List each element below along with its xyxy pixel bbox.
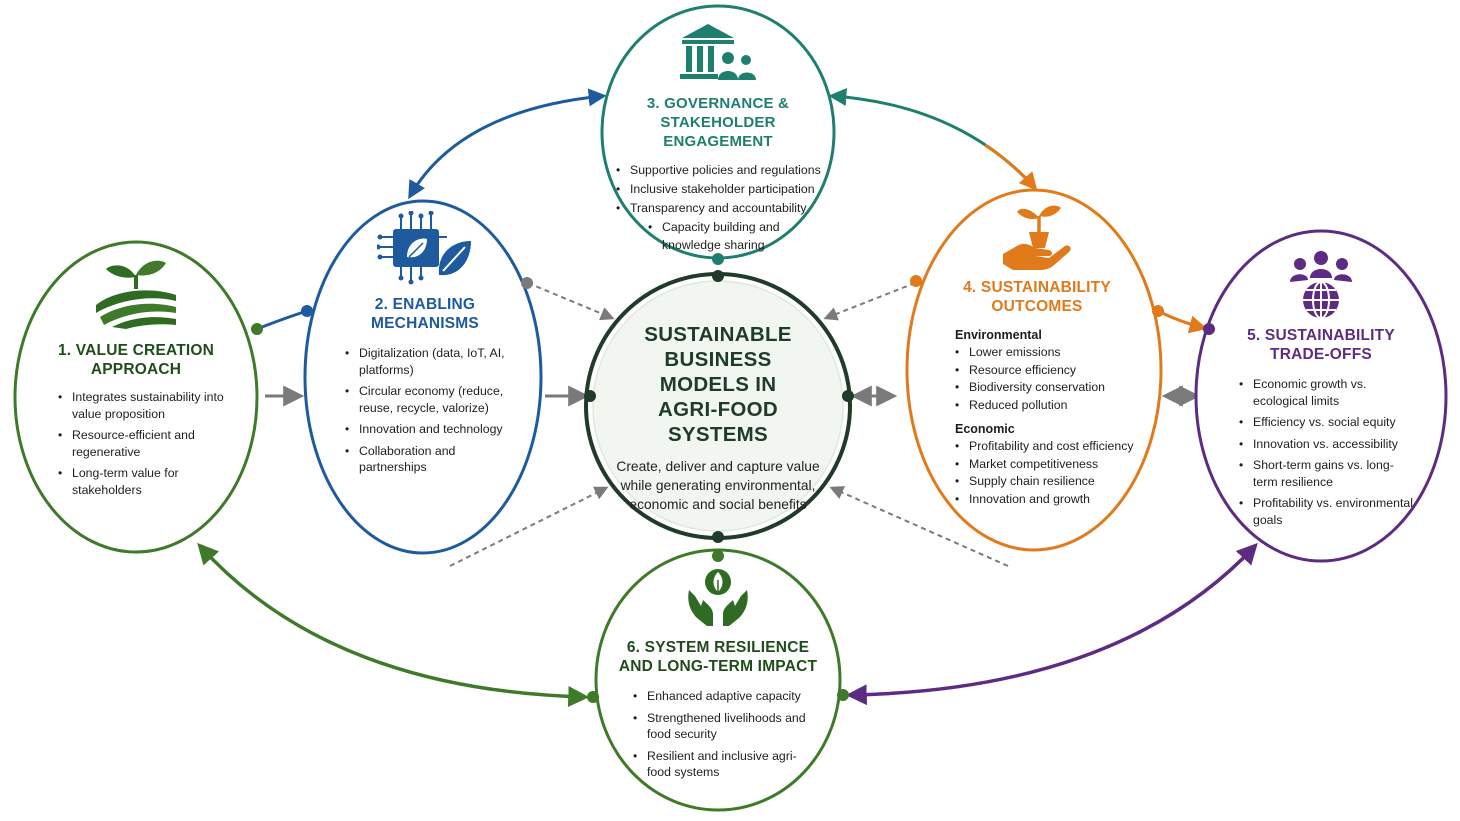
- list-item: Integrates sustainability into value pro…: [58, 389, 232, 422]
- list-item: Strengthened livelihoods and food securi…: [633, 710, 813, 743]
- list-item: Enhanced adaptive capacity: [633, 688, 813, 705]
- hands-leaf-icon: [688, 569, 748, 626]
- item-list: Profitability and cost efficiency Market…: [955, 438, 1145, 507]
- list-item: Long-term value for stakeholders: [58, 465, 232, 498]
- center-node: SUSTAINABLE BUSINESS MODELS IN AGRI-FOOD…: [605, 322, 831, 514]
- list-item: Resource efficiency: [955, 362, 1145, 379]
- node-title: 4. SUSTAINABILITY OUTCOMES: [963, 279, 1111, 315]
- dot: [712, 270, 724, 282]
- center-title: SUSTAINABLE BUSINESS MODELS IN AGRI-FOOD…: [644, 323, 792, 446]
- list-item: Resilient and inclusive agri-food system…: [633, 748, 813, 781]
- dot: [521, 277, 533, 289]
- arc-enabling-governance: [408, 88, 607, 200]
- group-label-environmental: Environmental: [955, 328, 1042, 342]
- node-title: 2. ENABLING MECHANISMS: [371, 296, 479, 332]
- dot: [712, 550, 724, 562]
- group-label-economic: Economic: [955, 422, 1015, 436]
- dashed-arrow-enabling-center: [527, 282, 615, 321]
- list-item: Innovation vs. accessibility: [1239, 436, 1417, 453]
- arc-governance-outcomes-orange: [984, 143, 1038, 191]
- dot: [837, 689, 849, 701]
- dashed-arrow-outcomes-center: [823, 282, 916, 321]
- list-item: Innovation and growth: [955, 491, 1145, 508]
- link-outcomes-tradeoffs: [1157, 309, 1208, 334]
- dot: [910, 275, 922, 287]
- institution-people-icon: [680, 24, 756, 80]
- list-item: Resource-efficient and regenerative: [58, 427, 232, 460]
- list-item: Profitability vs. environmental goals: [1239, 495, 1417, 528]
- node-resilience: 6. SYSTEM RESILIENCE AND LONG-TERM IMPAC…: [613, 566, 823, 786]
- node-outcomes: 4. SUSTAINABILITY OUTCOMES Environmental…: [937, 202, 1137, 508]
- dot: [1152, 305, 1164, 317]
- list-item: Profitability and cost efficiency: [955, 438, 1145, 455]
- node-title: 1. VALUE CREATION APPROACH: [57, 342, 215, 378]
- list-item: Collaboration and partnerships: [345, 443, 510, 476]
- dot: [712, 253, 724, 265]
- arc-value-resilience: [197, 542, 590, 708]
- item-list: Digitalization (data, IoT, AI, platforms…: [345, 345, 510, 476]
- outcomes-groups: Environmental Lower emissions Resource e…: [955, 328, 1145, 507]
- list-item: Economic growth vs. ecological limits: [1239, 376, 1417, 409]
- node-value-creation: 1. VALUE CREATION APPROACH Integrates su…: [40, 255, 232, 503]
- node-governance: 3. GOVERNANCE & STAKEHOLDER ENGAGEMENT S…: [608, 22, 828, 255]
- item-list: Integrates sustainability into value pro…: [58, 389, 232, 498]
- dot: [1203, 323, 1215, 335]
- link-value-enabling: [256, 309, 308, 331]
- node-title: 6. SYSTEM RESILIENCE AND LONG-TERM IMPAC…: [618, 639, 818, 675]
- arc-governance-outcomes: [828, 88, 1037, 190]
- arc-resilience-tradeoffs: [845, 542, 1258, 706]
- hand-plant-icon: [1003, 205, 1071, 270]
- sprout-field-icon: [96, 260, 176, 329]
- dot: [587, 691, 599, 703]
- list-item: Efficiency vs. social equity: [1239, 414, 1417, 431]
- list-item: Reduced pollution: [955, 397, 1145, 414]
- list-item: Circular economy (reduce, reuse, recycle…: [345, 383, 510, 416]
- list-item: Lower emissions: [955, 344, 1145, 361]
- list-item: Biodiversity conservation: [955, 379, 1145, 396]
- node-tradeoffs: 5. SUSTAINABILITY TRADE-OFFS Economic gr…: [1225, 250, 1417, 533]
- dot: [712, 531, 724, 543]
- node-title: 5. SUSTAINABILITY TRADE-OFFS: [1247, 327, 1395, 363]
- dot: [842, 390, 854, 402]
- node-enabling: 2. ENABLING MECHANISMS Digitalization (d…: [335, 211, 515, 481]
- circuit-leaf-icon: [377, 211, 471, 285]
- list-item: Short-term gains vs. long-term resilienc…: [1239, 457, 1417, 490]
- dot: [584, 390, 596, 402]
- dashed-arrow-center-lower-left: [449, 486, 609, 567]
- list-item: Market competitiveness: [955, 456, 1145, 473]
- list-item: Inclusive stakeholder participation: [616, 180, 828, 198]
- item-list: Supportive policies and regulations Incl…: [616, 161, 828, 254]
- center-description: Create, deliver and capture value while …: [616, 459, 820, 512]
- dot: [251, 323, 263, 335]
- dot: [301, 305, 313, 317]
- people-globe-icon: [1290, 251, 1352, 319]
- list-item: Transparency and accountability: [616, 199, 828, 217]
- list-item: Supply chain resilience: [955, 473, 1145, 490]
- node-title: 3. GOVERNANCE & STAKEHOLDER ENGAGEMENT: [646, 95, 790, 150]
- list-item: Capacity building and knowledge sharing: [648, 218, 802, 254]
- item-list: Enhanced adaptive capacity Strengthened …: [633, 688, 813, 781]
- list-item: Digitalization (data, IoT, AI, platforms…: [345, 345, 510, 378]
- item-list: Lower emissions Resource efficiency Biod…: [955, 344, 1145, 413]
- list-item: Supportive policies and regulations: [616, 161, 828, 179]
- list-item: Innovation and technology: [345, 421, 510, 438]
- item-list: Economic growth vs. ecological limits Ef…: [1239, 376, 1417, 528]
